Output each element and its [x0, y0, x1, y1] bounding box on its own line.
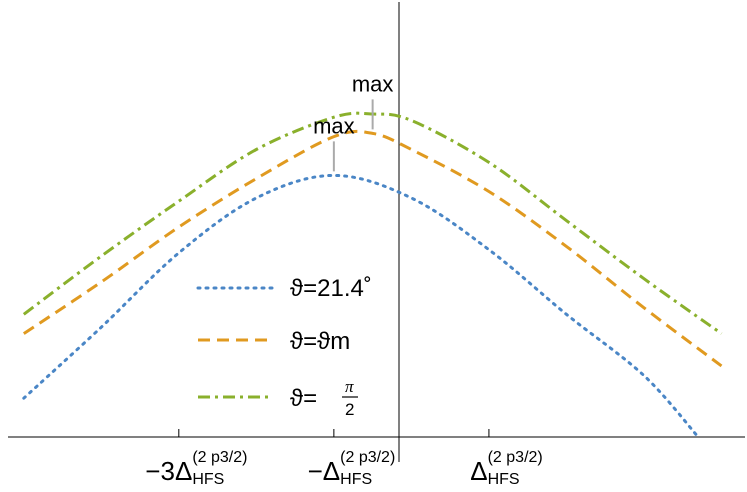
- legend-label-2-denominator: 2: [345, 400, 354, 419]
- legend-label-2-numerator: π: [345, 377, 354, 396]
- x-tick-layer: −3ΔHFS(2 p3/2)−ΔHFS(2 p3/2)ΔHFS(2 p3/2): [145, 429, 543, 488]
- series-line-0: [22, 173, 700, 439]
- series-line-1: [22, 129, 723, 368]
- annotation-layer: max max: [313, 71, 394, 172]
- x-tick-label-1: −ΔHFS: [308, 456, 373, 488]
- series-layer: [22, 111, 723, 439]
- legend-label-1: ϑ=ϑm: [290, 328, 350, 355]
- x-tick-superscript-0: (2 p3/2): [192, 449, 247, 466]
- x-tick-superscript-1: (2 p3/2): [340, 449, 395, 466]
- x-tick-superscript-2: (2 p3/2): [488, 449, 543, 466]
- annotation-max-0: max: [352, 71, 394, 96]
- legend: ϑ=21.4˚ ϑ=ϑm ϑ= π 2: [196, 275, 372, 419]
- x-tick-label-2: ΔHFS: [470, 456, 519, 488]
- annotation-max-1: max: [313, 113, 355, 138]
- x-tick-label-0: −3ΔHFS: [145, 456, 224, 488]
- legend-label-0: ϑ=21.4˚: [290, 275, 372, 302]
- legend-label-2-prefix: ϑ=: [290, 385, 317, 412]
